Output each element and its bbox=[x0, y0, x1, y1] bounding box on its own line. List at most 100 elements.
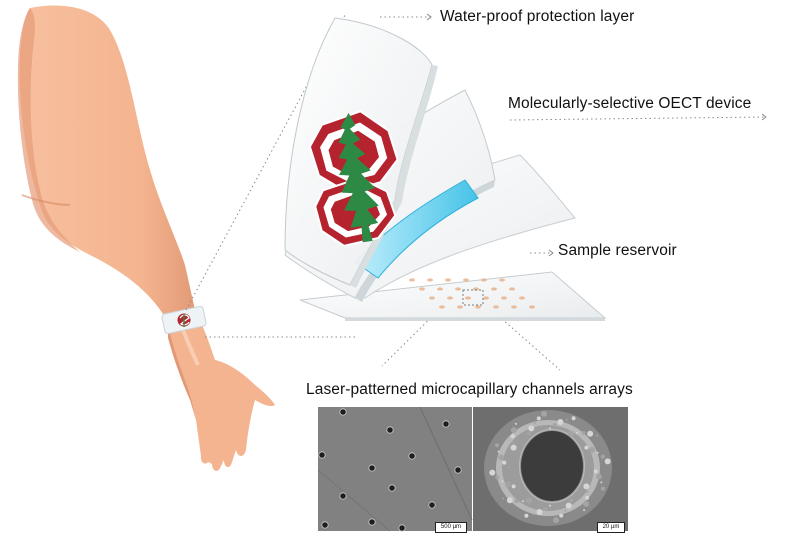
debris-particle bbox=[553, 517, 560, 524]
debris-particle bbox=[489, 469, 496, 476]
debris-particle bbox=[559, 513, 564, 518]
debris-particle bbox=[495, 475, 500, 480]
debris-particle bbox=[502, 460, 507, 465]
debris-particle bbox=[596, 451, 599, 454]
label-sample-reservoir: Sample reservoir bbox=[558, 242, 677, 259]
channel-dot bbox=[445, 278, 451, 282]
debris-particle bbox=[526, 497, 532, 504]
channel-dot bbox=[409, 278, 415, 282]
debris-particle bbox=[600, 486, 605, 491]
arrow-waterproof-icon bbox=[426, 13, 432, 21]
debris-particle bbox=[495, 443, 500, 448]
debris-particle bbox=[584, 445, 589, 450]
arrow-reservoir-icon bbox=[548, 249, 554, 257]
debris-particle bbox=[586, 490, 589, 493]
arrow-tips bbox=[426, 13, 767, 257]
debris-particle bbox=[585, 495, 590, 500]
arrow-oect-icon bbox=[761, 113, 767, 121]
wrist-patch bbox=[161, 305, 207, 335]
sem-hole bbox=[339, 492, 347, 500]
leader-channels-right bbox=[484, 303, 561, 371]
channel-dot bbox=[429, 296, 435, 300]
sem-hole bbox=[368, 518, 376, 526]
debris-particle bbox=[511, 484, 516, 489]
debris-particle bbox=[536, 416, 541, 421]
debris-particle bbox=[583, 483, 590, 490]
debris-particle bbox=[511, 441, 514, 444]
debris-particle bbox=[549, 504, 551, 507]
debris-particle bbox=[536, 508, 543, 515]
debris-particle bbox=[593, 469, 598, 474]
channel-dot bbox=[483, 296, 489, 300]
debris-particle bbox=[587, 430, 594, 437]
debris-particle bbox=[549, 427, 551, 430]
debris-particle bbox=[510, 434, 515, 439]
waterproof-sheet-edge bbox=[350, 65, 438, 288]
sem-left-image bbox=[317, 406, 473, 532]
channel-dot bbox=[529, 305, 535, 309]
debris-particle bbox=[600, 481, 603, 484]
debris-particle bbox=[502, 497, 505, 500]
debris-particle bbox=[497, 450, 500, 453]
sem-hole bbox=[408, 452, 416, 460]
tree-icon bbox=[338, 112, 379, 243]
zoom-region-box bbox=[462, 289, 484, 306]
sem-hole bbox=[321, 521, 329, 529]
channel-dot bbox=[509, 287, 515, 291]
channel-dots bbox=[409, 278, 535, 309]
channel-dot bbox=[491, 287, 497, 291]
debris-particle bbox=[524, 513, 529, 518]
forearm bbox=[168, 310, 275, 471]
sem-hole bbox=[454, 466, 462, 474]
channel-dot bbox=[499, 278, 505, 282]
oect-sheet-edge bbox=[355, 180, 495, 302]
channel-dot bbox=[473, 287, 479, 291]
debris-particle bbox=[498, 454, 505, 461]
channel-dot bbox=[439, 305, 445, 309]
channel-dot bbox=[455, 287, 461, 291]
debris-particle bbox=[514, 422, 517, 425]
sem-right-image bbox=[473, 407, 628, 531]
sem-hole bbox=[318, 451, 326, 459]
label-waterproof-layer: Water-proof protection layer bbox=[440, 8, 635, 25]
debris-particle bbox=[565, 502, 572, 509]
debris-particle bbox=[595, 434, 598, 437]
debris-particle bbox=[552, 422, 557, 427]
debris-particle bbox=[507, 466, 509, 468]
channel-dot bbox=[465, 296, 471, 300]
leader-oect bbox=[509, 116, 766, 121]
debris-particle bbox=[569, 498, 573, 503]
debris-particle bbox=[540, 410, 547, 417]
base-sheet-edge bbox=[345, 318, 605, 321]
upper-arm-shadow bbox=[17, 8, 81, 252]
sem-hole bbox=[428, 501, 436, 509]
debris-particle bbox=[528, 425, 535, 432]
debris-particle bbox=[532, 513, 535, 516]
forearm-shadow bbox=[168, 322, 196, 420]
sem-hole bbox=[368, 464, 376, 472]
debris-particle bbox=[510, 427, 517, 434]
debris-particle bbox=[604, 458, 611, 465]
capillary-hole bbox=[520, 430, 584, 502]
debris-particle bbox=[506, 497, 513, 504]
channel-dot bbox=[519, 296, 525, 300]
elbow-crease bbox=[21, 194, 71, 206]
scale-bar-right: 20 µm bbox=[597, 522, 625, 533]
ablation-debris bbox=[489, 410, 611, 524]
debris-particle bbox=[576, 431, 579, 434]
debris-particle bbox=[533, 422, 536, 425]
channel-dot bbox=[463, 278, 469, 282]
debris-particle bbox=[595, 473, 602, 480]
debris-particle bbox=[591, 466, 593, 468]
channel-dot bbox=[475, 305, 481, 309]
stanford-logo-icon bbox=[308, 110, 399, 247]
channel-dot bbox=[501, 296, 507, 300]
debris-particle bbox=[504, 481, 511, 488]
channel-dot bbox=[511, 305, 517, 309]
channel-dot bbox=[493, 305, 499, 309]
debris-particle bbox=[557, 419, 564, 426]
channel-dot bbox=[481, 278, 487, 282]
sem-hole-array bbox=[318, 408, 462, 532]
sem-hole bbox=[339, 408, 347, 416]
